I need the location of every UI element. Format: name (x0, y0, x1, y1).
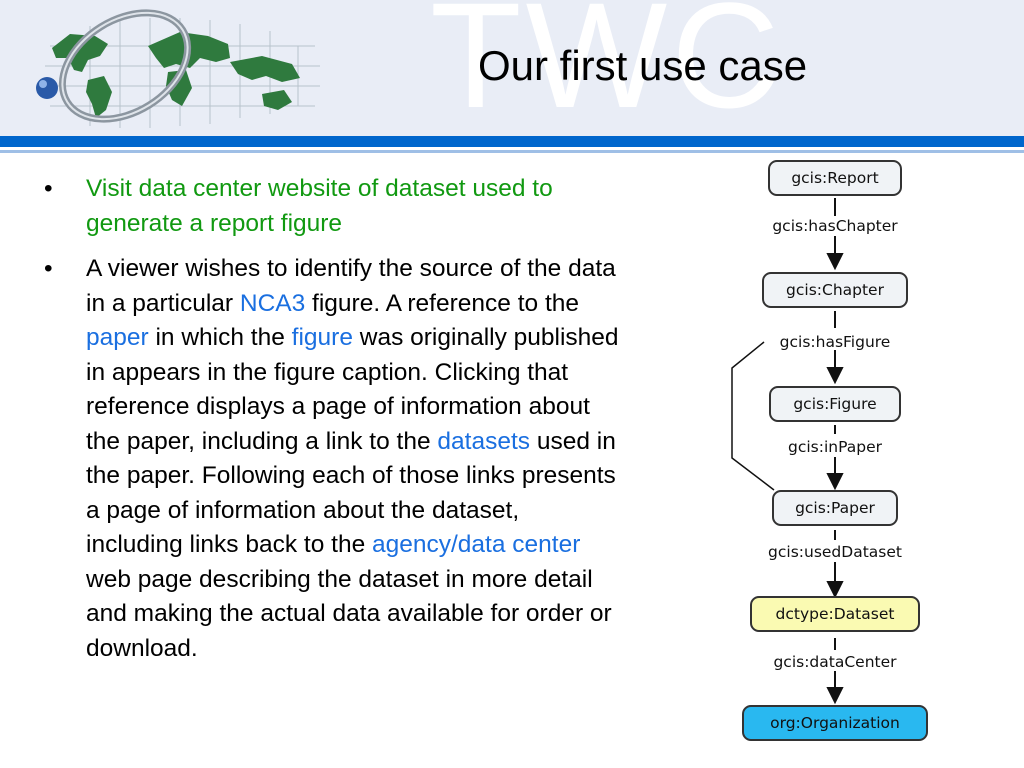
header-bar-thin (0, 150, 1024, 153)
bullet-item: • Visit data center website of dataset u… (40, 172, 620, 241)
bullet-marker: • (44, 255, 53, 282)
edge-label-data-center: gcis:dataCenter (773, 653, 897, 671)
node-gcis-chapter: gcis:Chapter (762, 272, 908, 308)
figure-link[interactable]: figure (291, 324, 353, 351)
arrow-head (826, 581, 844, 599)
bullet-text: in which the (148, 324, 292, 351)
node-gcis-figure: gcis:Figure (769, 386, 901, 422)
bullet-text: Visit data center website of dataset use… (86, 175, 553, 237)
nca3-link[interactable]: NCA3 (239, 289, 306, 317)
bullet-text: figure. A reference to the (305, 289, 580, 317)
bullet-text: used in the paper. Following each of tho… (86, 427, 616, 559)
edge-label-used-dataset: gcis:usedDataset (768, 543, 902, 561)
node-dctype-dataset: dctype:Dataset (750, 596, 920, 632)
bullet-text: A viewer wishes to identify the source o… (86, 255, 616, 317)
diagram-connectors (731, 198, 844, 705)
datasets-link[interactable]: datasets (437, 427, 531, 455)
arrow-head (826, 473, 844, 491)
agency-data-center-link[interactable]: agency/data center (372, 531, 581, 558)
slide-header: TWC Our first use case (0, 0, 1024, 136)
bullet-item: • A viewer wishes to identify the source… (40, 252, 620, 666)
bullet-text: web page describing the dataset in more … (86, 565, 612, 662)
slide-title: Our first use case (478, 42, 808, 89)
paper-link[interactable]: paper (86, 324, 149, 351)
header-bar (0, 136, 1024, 147)
node-gcis-report: gcis:Report (768, 160, 902, 196)
bullet-list: • Visit data center website of dataset u… (40, 172, 620, 677)
bullet-marker: • (44, 175, 53, 202)
edge-label-has-chapter: gcis:hasChapter (772, 217, 898, 235)
globe-logo-icon (36, 9, 320, 128)
node-gcis-paper: gcis:Paper (772, 490, 898, 526)
arrow-head (826, 367, 844, 385)
arrow-head (826, 687, 844, 705)
bypass-line (731, 341, 775, 491)
bullet-text: was originally published in appears in t… (86, 324, 619, 455)
node-org-organization: org:Organization (742, 705, 928, 741)
arrow-head (826, 253, 844, 271)
watermark-text: TWC (430, 0, 784, 136)
edge-label-in-paper: gcis:inPaper (788, 438, 882, 456)
edge-label-has-figure: gcis:hasFigure (779, 333, 891, 351)
